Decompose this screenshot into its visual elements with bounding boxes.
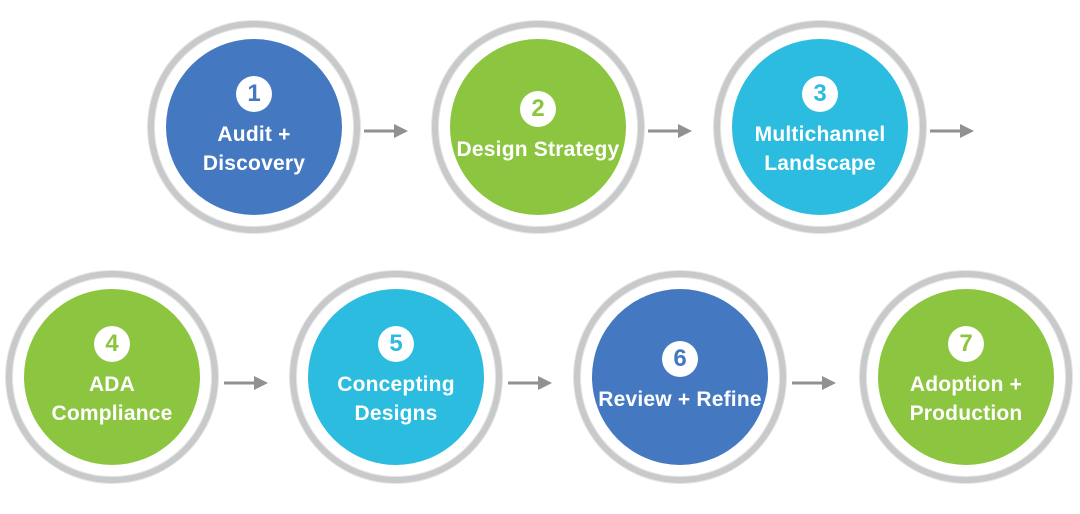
arrow-right-icon <box>224 376 268 390</box>
step-4-label: ADA Compliance <box>51 373 173 425</box>
step-3-label: Multichannel Landscape <box>754 123 886 175</box>
step-2-circle: 2 Design Strategy <box>432 21 644 233</box>
step-1-circle: 1 Audit + Discovery <box>148 21 360 233</box>
arrow-right-icon <box>364 124 408 138</box>
step-4-number: 4 <box>94 326 130 362</box>
step-2-disc: 2 Design Strategy <box>450 39 626 215</box>
step-7-circle: 7 Adoption + Production <box>860 271 1072 483</box>
step-7-label: Adoption + Production <box>909 373 1023 425</box>
step-3-number: 3 <box>802 76 838 112</box>
arrow-right-icon <box>930 124 974 138</box>
step-5-number: 5 <box>378 326 414 362</box>
step-6-disc: 6 Review + Refine <box>592 289 768 465</box>
step-3-circle: 3 Multichannel Landscape <box>714 21 926 233</box>
arrow-right-icon <box>648 124 692 138</box>
step-3-disc: 3 Multichannel Landscape <box>732 39 908 215</box>
step-6-label: Review + Refine <box>598 387 762 411</box>
step-6-number: 6 <box>662 340 698 377</box>
step-7-number: 7 <box>948 326 984 362</box>
step-6-circle: 6 Review + Refine <box>574 271 786 483</box>
step-5-label: Concepting Designs <box>337 373 455 425</box>
step-4-circle: 4 ADA Compliance <box>6 271 218 483</box>
arrow-right-icon <box>508 376 552 390</box>
step-5-circle: 5 Concepting Designs <box>290 271 502 483</box>
step-1-label: Audit + Discovery <box>202 123 306 175</box>
step-7-disc: 7 Adoption + Production <box>878 289 1054 465</box>
step-1-disc: 1 Audit + Discovery <box>166 39 342 215</box>
step-4-disc: 4 ADA Compliance <box>24 289 200 465</box>
step-5-disc: 5 Concepting Designs <box>308 289 484 465</box>
arrow-right-icon <box>792 376 836 390</box>
step-2-number: 2 <box>520 90 556 127</box>
step-1-number: 1 <box>236 76 272 112</box>
step-2-label: Design Strategy <box>456 137 620 161</box>
